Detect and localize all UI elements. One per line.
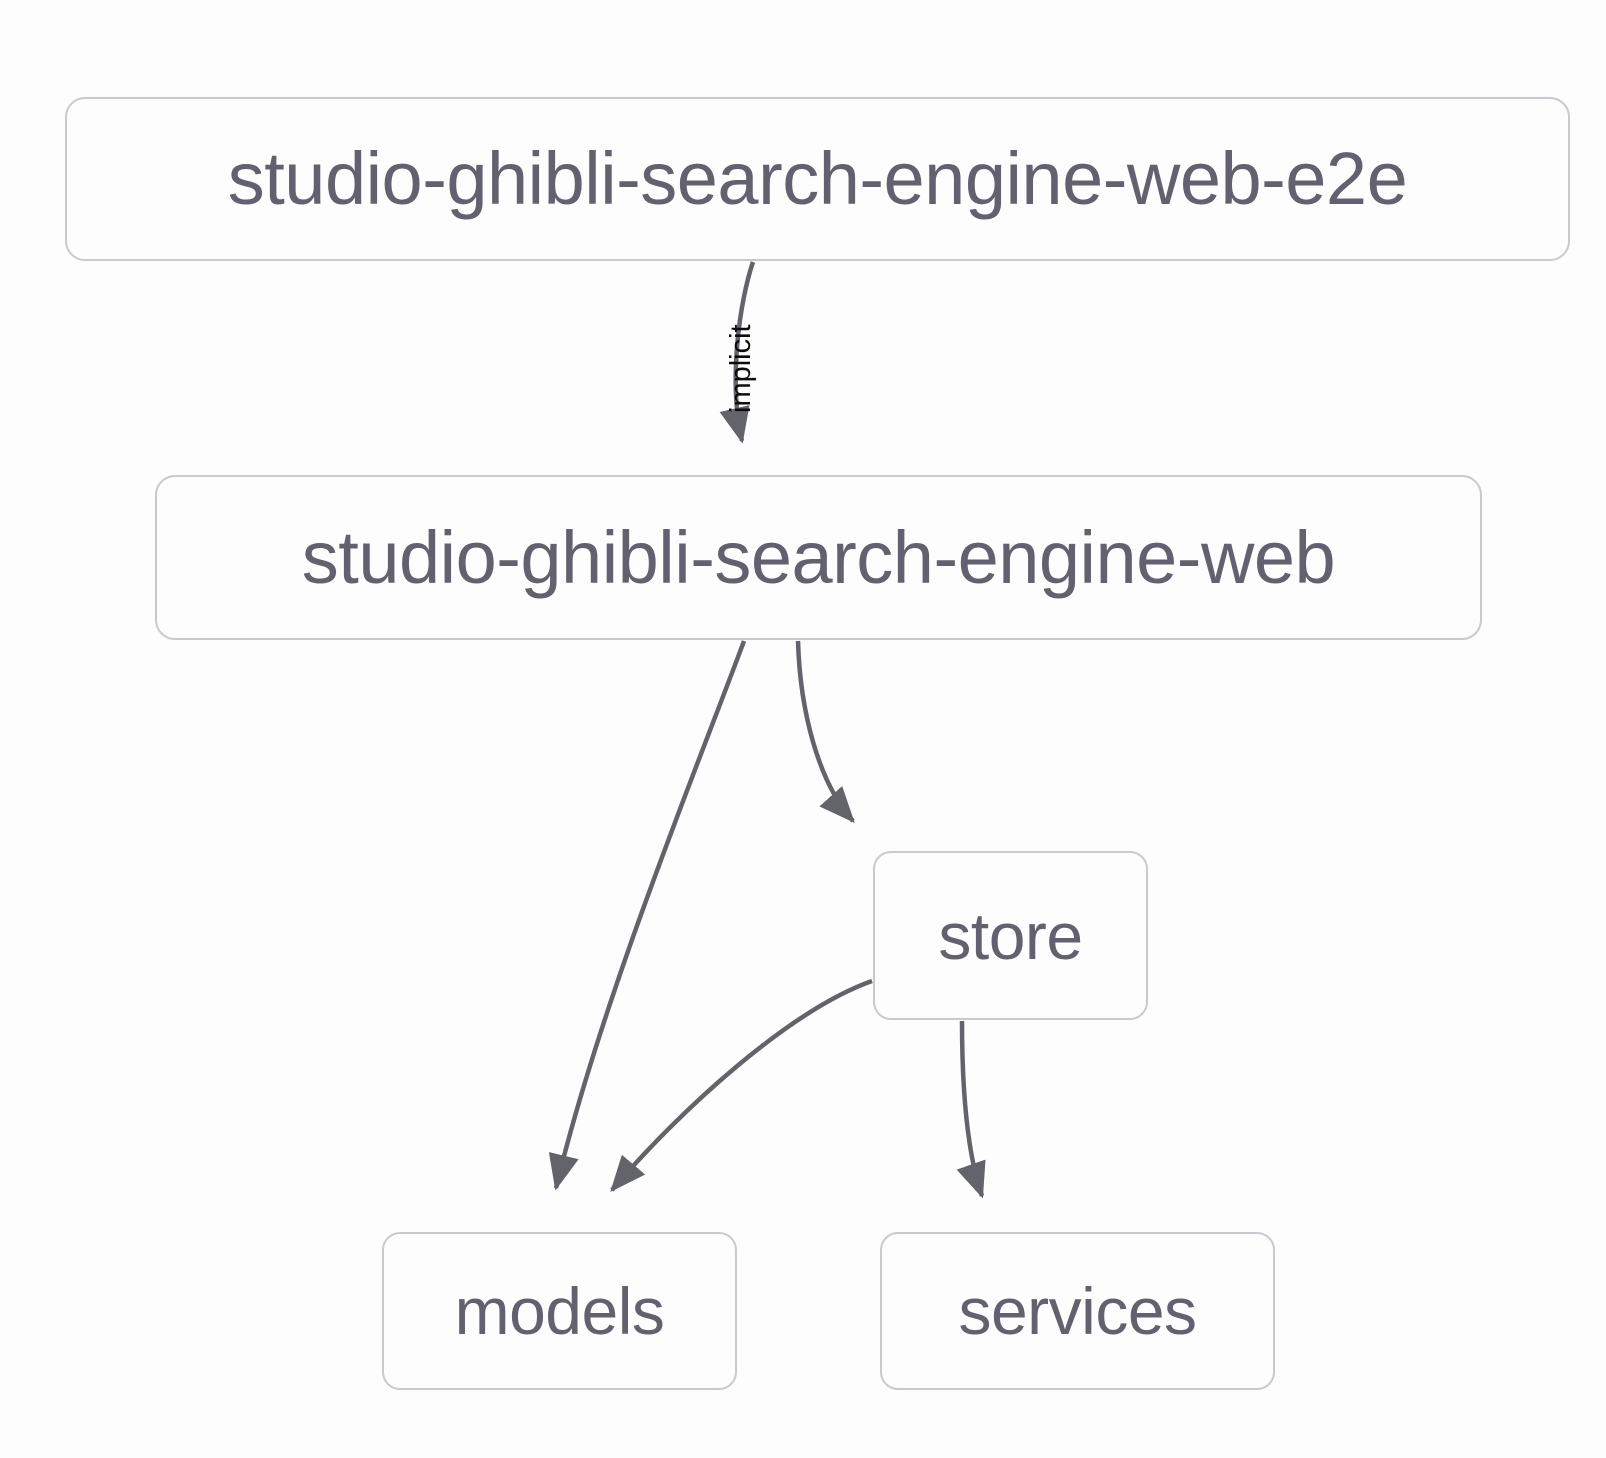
node-studio-ghibli-search-engine-web-e2e[interactable]: studio-ghibli-search-engine-web-e2e [65, 97, 1570, 261]
node-studio-ghibli-search-engine-web[interactable]: studio-ghibli-search-engine-web [155, 475, 1482, 640]
node-services[interactable]: services [880, 1232, 1275, 1390]
node-label: studio-ghibli-search-engine-web [301, 515, 1336, 599]
node-models[interactable]: models [382, 1232, 737, 1390]
edge-store-to-services [956, 1020, 986, 1199]
edge-e2e-to-web [719, 261, 756, 444]
edge-store-to-models [610, 978, 873, 1193]
node-label: models [454, 1274, 665, 1348]
edge-web-to-models [548, 640, 747, 1191]
edge-web-to-store [795, 640, 855, 824]
node-label: store [938, 898, 1083, 973]
node-label: studio-ghibli-search-engine-web-e2e [227, 137, 1408, 220]
edge-label-implicit: implicit [725, 324, 757, 413]
node-label: services [958, 1274, 1197, 1348]
node-store[interactable]: store [873, 851, 1148, 1020]
